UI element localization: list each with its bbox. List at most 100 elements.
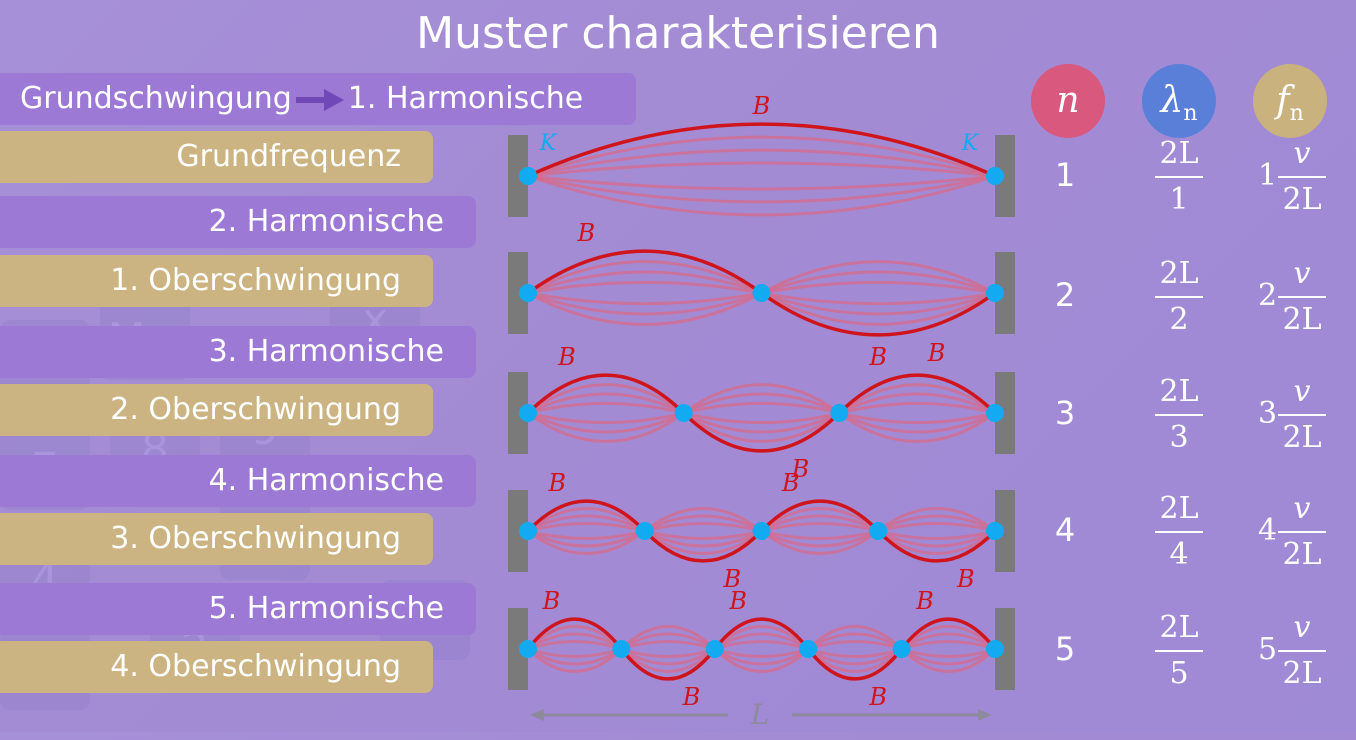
string-faint: [527, 174, 996, 217]
antinode-label: B: [557, 343, 576, 371]
string-faint: [527, 402, 996, 424]
node-dot: [830, 404, 849, 422]
string-faint: [527, 632, 996, 666]
string-main: [527, 122, 996, 178]
lambda-numerator: 2L: [1159, 374, 1199, 409]
node-dot: [892, 640, 911, 658]
f-numerator: v: [1293, 374, 1311, 409]
f-denominator: 2L: [1282, 420, 1322, 455]
node-label: K: [539, 131, 558, 156]
arrow-right-icon: [978, 709, 992, 721]
fraction-bar: [1278, 176, 1326, 178]
fraction-bar: [1155, 296, 1203, 298]
row-f-fraction: v 2L: [1272, 136, 1332, 218]
node-dot: [752, 522, 771, 540]
node-dot: [986, 284, 1004, 302]
node-dot: [674, 404, 693, 422]
header-n: n: [1031, 64, 1105, 138]
label-oberschwingung-2: 2. Oberschwingung: [0, 384, 433, 436]
row-f-coefficient: 1: [1258, 158, 1278, 193]
row-f-coefficient: 4: [1258, 513, 1278, 548]
lambda-numerator: 2L: [1159, 491, 1199, 526]
row-f-coefficient: 2: [1258, 278, 1278, 313]
row-f-coefficient: 5: [1258, 632, 1278, 667]
node-label: K: [961, 131, 980, 156]
string-faint: [527, 174, 996, 191]
node-dot: [612, 640, 631, 658]
label-grundschwingung-text: Grundschwingung: [20, 81, 292, 116]
f-numerator: v: [1293, 136, 1311, 171]
lambda-denominator: 2: [1169, 302, 1189, 337]
string-faint: [526, 625, 997, 673]
fraction-bar: [1155, 414, 1203, 416]
node-dot: [635, 522, 654, 540]
f-denominator: 2L: [1282, 182, 1322, 217]
node-dot: [986, 167, 1004, 185]
fraction-bar: [1278, 296, 1326, 298]
header-f-sub: n: [1289, 101, 1304, 127]
antinode-label: B: [915, 587, 934, 615]
node-dot: [705, 640, 724, 658]
right-wall: [995, 252, 1015, 334]
node-dot: [986, 522, 1004, 540]
label-harmonische-1-text: 1. Harmonische: [347, 81, 584, 116]
antinode-label: B: [722, 565, 741, 593]
string-faint: [527, 640, 996, 658]
label-grundschwingung: Grundschwingung 1. Harmonische: [0, 73, 636, 125]
label-oberschwingung-3: 3. Oberschwingung: [0, 513, 433, 565]
string-main: [526, 617, 997, 681]
antinode-label: B: [781, 469, 800, 497]
string-faint: [527, 632, 996, 666]
node-dot: [519, 522, 537, 540]
node-dot: [519, 284, 537, 302]
f-numerator: v: [1293, 256, 1311, 291]
node-dot: [519, 167, 537, 185]
f-denominator: 2L: [1282, 302, 1322, 337]
lambda-numerator: 2L: [1159, 136, 1199, 171]
antinode-label: B: [728, 587, 747, 615]
length-label: L: [750, 698, 770, 731]
label-harmonische-2: 2. Harmonische: [0, 196, 476, 248]
label-harmonische-4: 4. Harmonische: [0, 455, 476, 507]
right-wall: [995, 135, 1015, 217]
node-dot: [519, 404, 537, 422]
string-faint: [527, 383, 996, 443]
node-dot: [519, 640, 537, 658]
antinode-label: B: [542, 587, 561, 615]
arrow-left-icon: [530, 709, 544, 721]
antinode-label: B: [868, 343, 887, 371]
node-dot: [986, 404, 1004, 422]
string-main: [526, 373, 997, 453]
right-wall: [995, 372, 1015, 454]
string-faint: [526, 373, 997, 453]
antinode-label: B: [682, 683, 701, 711]
string-faint: [527, 640, 996, 658]
right-wall: [995, 608, 1015, 690]
fraction-bar: [1155, 650, 1203, 652]
label-harmonische-5: 5. Harmonische: [0, 583, 476, 635]
row-n: 1: [1054, 156, 1076, 194]
node-dot: [986, 640, 1004, 658]
label-harmonische-3: 3. Harmonische: [0, 326, 476, 378]
string-faint: [527, 402, 996, 424]
row-f-fraction: v 2L: [1272, 374, 1332, 456]
antinode-label: B: [927, 339, 946, 367]
header-lambda: λn: [1142, 64, 1216, 138]
fraction-bar: [1278, 650, 1326, 652]
left-wall: [508, 135, 528, 217]
lambda-denominator: 3: [1169, 420, 1189, 455]
header-n-text: n: [1056, 80, 1080, 121]
antinode-label: B: [577, 219, 596, 247]
string-faint: [527, 392, 996, 434]
label-oberschwingung-4: 4. Oberschwingung: [0, 641, 433, 693]
lambda-numerator: 2L: [1159, 610, 1199, 645]
antinode-label: B: [547, 469, 566, 497]
fraction-bar: [1155, 176, 1203, 178]
header-f: fn: [1253, 64, 1327, 138]
